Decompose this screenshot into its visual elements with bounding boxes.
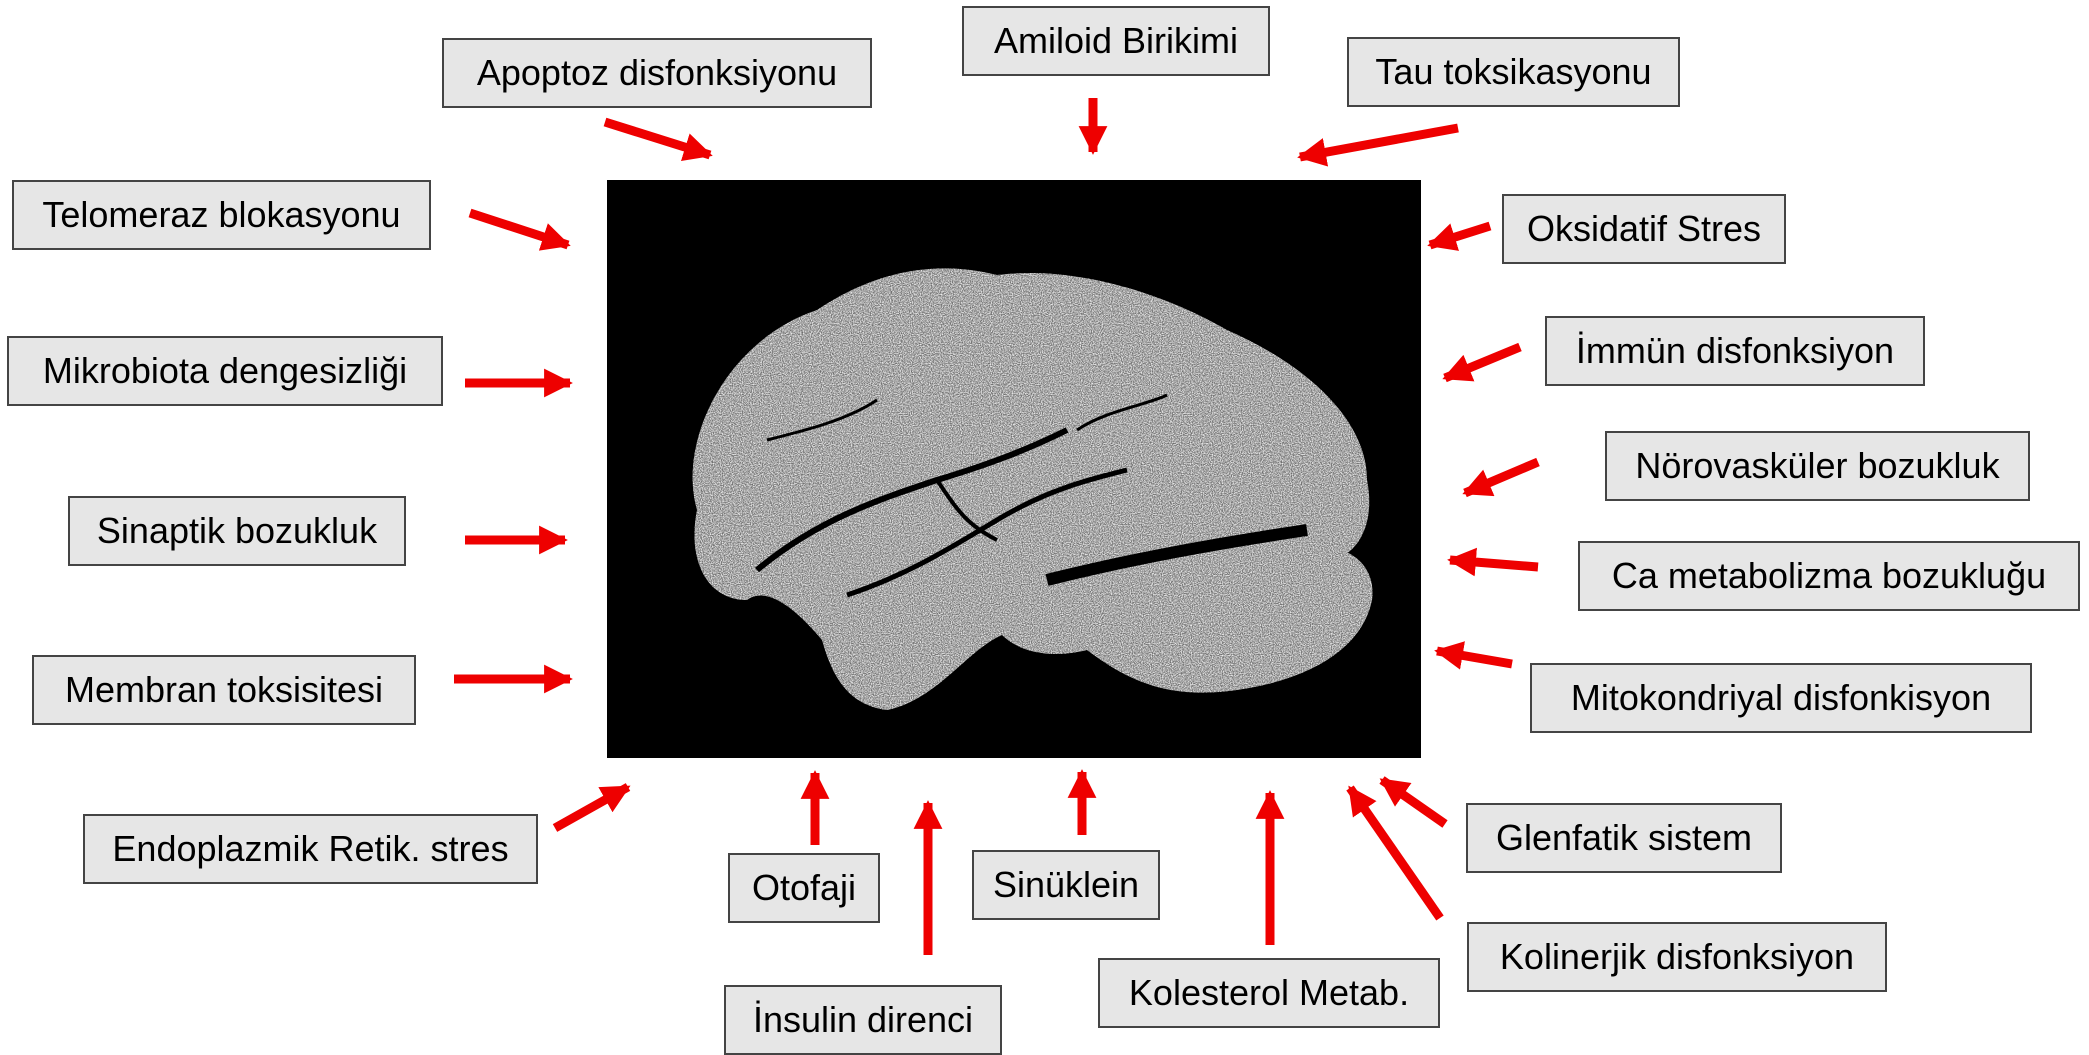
label-endoplazmik-retik-stres: Endoplazmik Retik. stres <box>83 814 538 884</box>
arrow-apoptoz <box>605 122 710 155</box>
label-otofaji: Otofaji <box>728 853 880 923</box>
label-sinuklein: Sinüklein <box>972 850 1160 920</box>
label-amiloid-birikimi: Amiloid Birikimi <box>962 6 1270 76</box>
arrow-oksidatif <box>1430 226 1490 245</box>
label-tau-toksikasyonu: Tau toksikasyonu <box>1347 37 1680 107</box>
arrow-tau <box>1300 128 1458 157</box>
label-oksidatif-stres: Oksidatif Stres <box>1502 194 1786 264</box>
label-membran-toksisitesi: Membran toksisitesi <box>32 655 416 725</box>
arrow-immun <box>1445 347 1520 378</box>
label-insulin-direnci: İnsulin direnci <box>724 985 1002 1055</box>
arrow-endoplazmik <box>555 787 628 828</box>
arrow-ca <box>1450 560 1538 567</box>
arrow-mitokondriyal <box>1437 651 1512 664</box>
label-glenfatik-sistem: Glenfatik sistem <box>1466 803 1782 873</box>
label-norovaskuler-bozukluk: Nörovasküler bozukluk <box>1605 431 2030 501</box>
label-sinaptik-bozukluk: Sinaptik bozukluk <box>68 496 406 566</box>
label-apoptoz-disfonksiyonu: Apoptoz disfonksiyonu <box>442 38 872 108</box>
label-immun-disfonksiyon: İmmün disfonksiyon <box>1545 316 1925 386</box>
label-telomeraz-blokasyonu: Telomeraz blokasyonu <box>12 180 431 250</box>
label-ca-metabolizma-bozuklugu: Ca metabolizma bozukluğu <box>1578 541 2080 611</box>
arrow-glenfatik <box>1382 780 1445 824</box>
label-mikrobiota-dengesizligi: Mikrobiota dengesizliği <box>7 336 443 406</box>
label-kolesterol-metab: Kolesterol Metab. <box>1098 958 1440 1028</box>
label-mitokondriyal-disfonkisyon: Mitokondriyal disfonkisyon <box>1530 663 2032 733</box>
label-kolinerjik-disfonksiyon: Kolinerjik disfonksiyon <box>1467 922 1887 992</box>
arrow-telomeraz <box>470 213 568 245</box>
arrow-norovaskuler <box>1465 462 1538 493</box>
